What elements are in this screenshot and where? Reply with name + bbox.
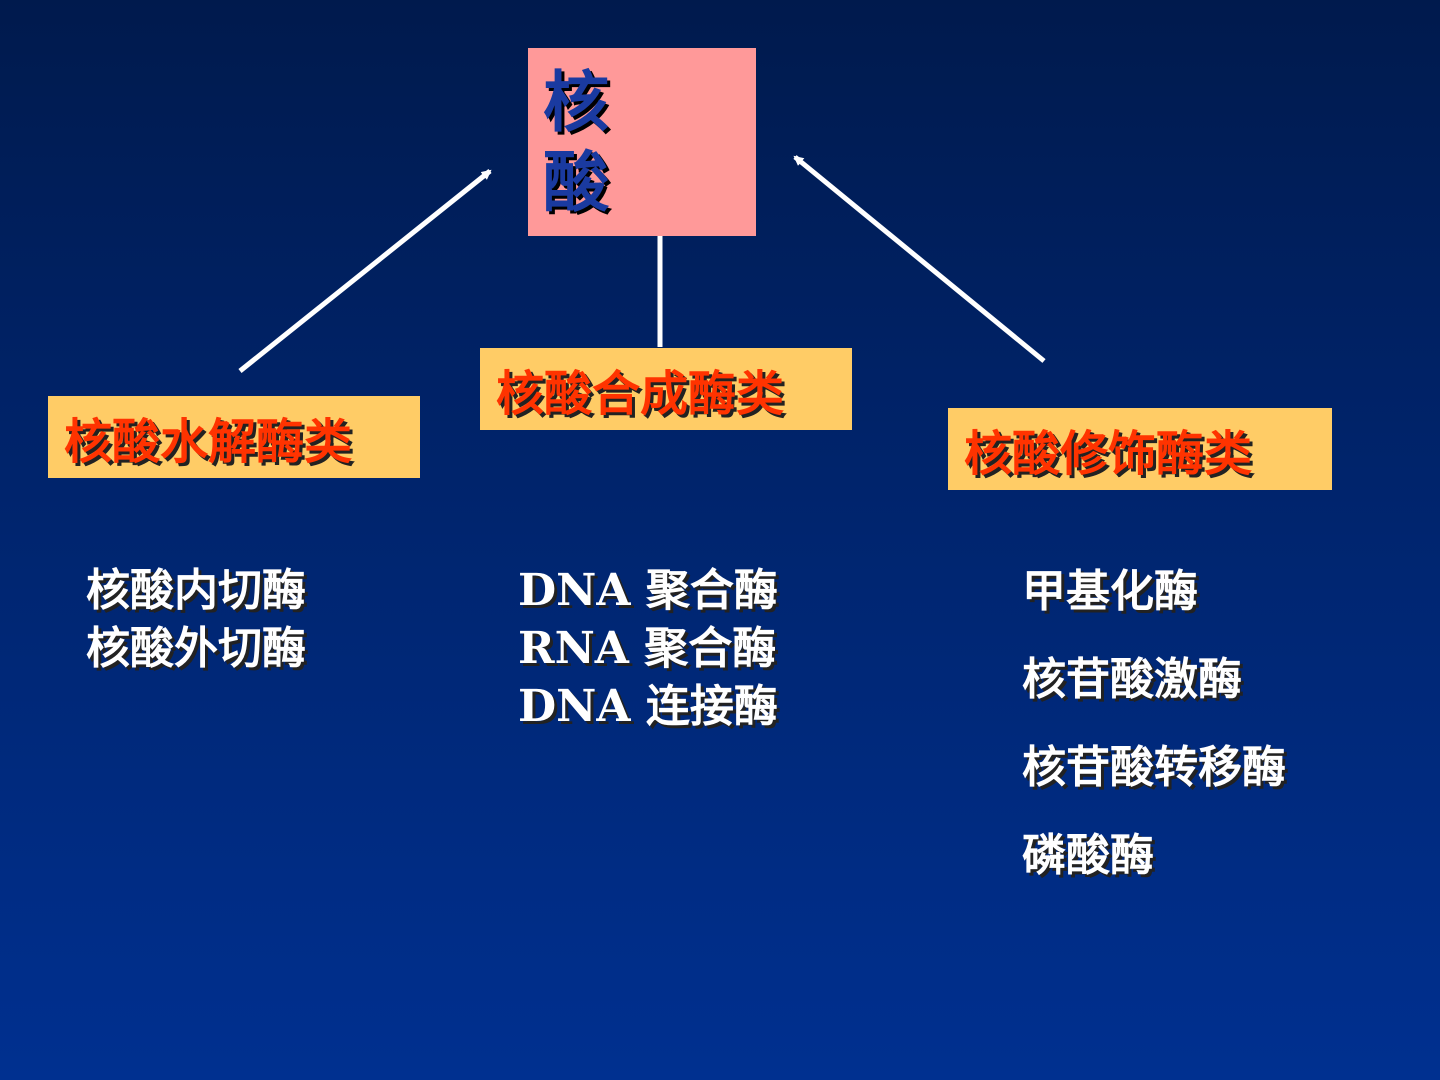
category-hydrolysis-box: 核酸水解酶类 bbox=[48, 396, 420, 478]
modification-enzyme-list: 甲基化酶 核苷酸激酶 核苷酸转移酶 磷酸酶 bbox=[1022, 548, 1286, 900]
synthesis-enzyme-list: DNA 聚合酶 RNA 聚合酶 DNA 连接酶 bbox=[518, 562, 778, 736]
list-item: 磷酸酶 bbox=[1022, 830, 1154, 881]
category-hydrolysis-label: 核酸水解酶类 bbox=[64, 414, 353, 470]
root-node-box bbox=[528, 48, 756, 236]
list-item: RNA 聚合酶 bbox=[518, 623, 777, 674]
list-item: 甲基化酶 bbox=[1022, 566, 1198, 617]
list-item: DNA 连接酶 bbox=[518, 681, 778, 732]
hydrolysis-enzyme-list: 核酸内切酶 核酸外切酶 bbox=[86, 562, 306, 678]
category-modification-label: 核酸修饰酶类 bbox=[964, 426, 1253, 482]
root-node-label: 核酸 bbox=[543, 63, 609, 221]
list-item: 核酸外切酶 bbox=[86, 623, 306, 674]
list-item: 核酸内切酶 bbox=[86, 565, 306, 616]
list-item: 核苷酸转移酶 bbox=[1022, 742, 1286, 793]
list-item: DNA 聚合酶 bbox=[518, 565, 778, 616]
category-modification-box: 核酸修饰酶类 bbox=[948, 408, 1332, 490]
category-synthesis-box: 核酸合成酶类 bbox=[480, 348, 852, 430]
arrow-left bbox=[238, 169, 492, 373]
list-item: 核苷酸激酶 bbox=[1022, 654, 1242, 705]
arrow-right bbox=[793, 155, 1046, 363]
category-synthesis-label: 核酸合成酶类 bbox=[496, 366, 785, 422]
